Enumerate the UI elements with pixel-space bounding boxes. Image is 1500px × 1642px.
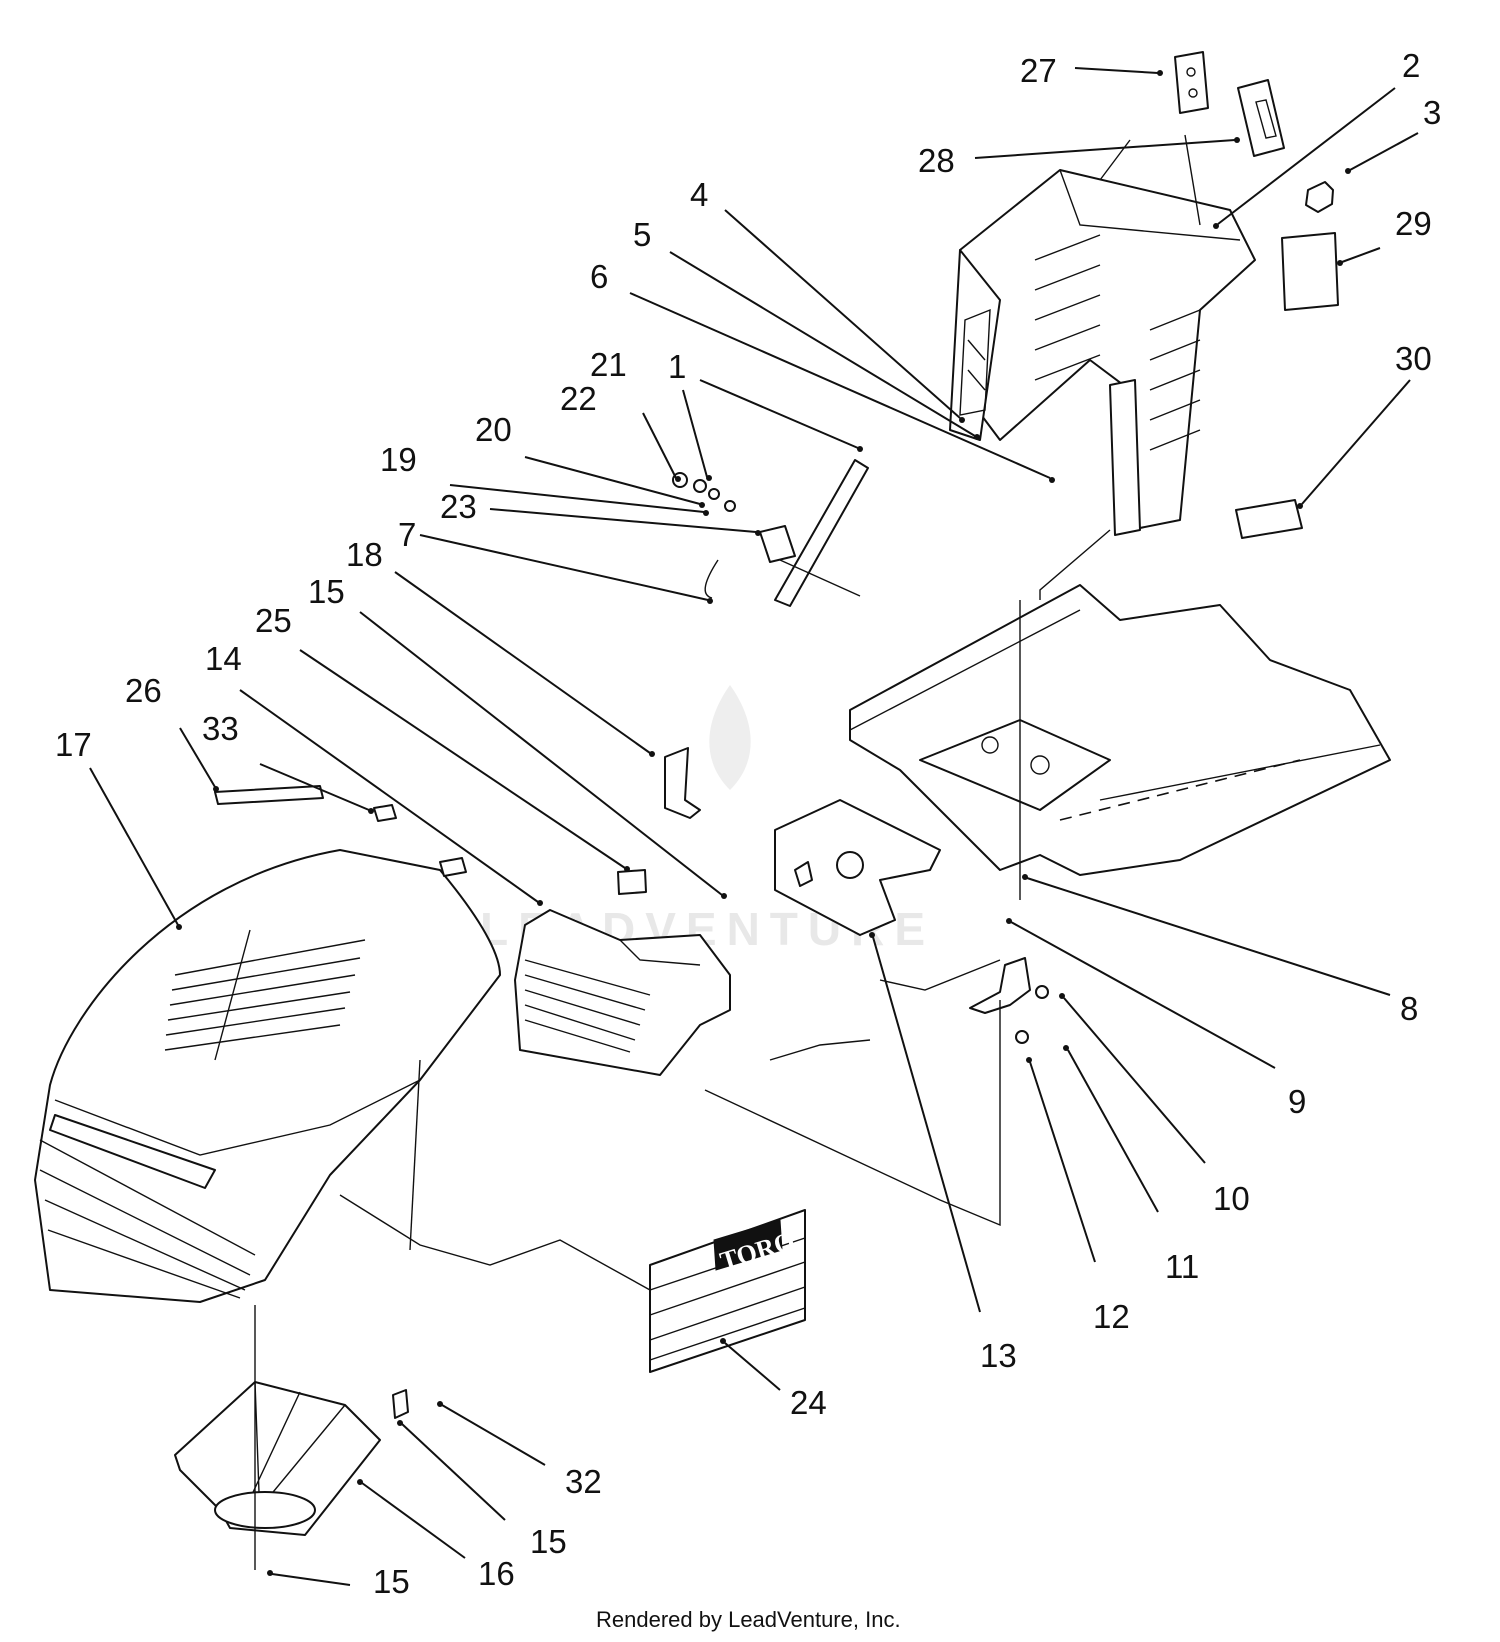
callout-20: 19 xyxy=(380,441,417,478)
floor-pan xyxy=(849,584,1391,876)
leader-lines xyxy=(89,67,1419,1586)
decal-29 xyxy=(1237,79,1285,157)
callout-30: 29 xyxy=(1395,205,1432,242)
callout-1: 1 xyxy=(668,348,686,385)
callout-27: 26 xyxy=(125,672,162,709)
decal-25: TORO xyxy=(649,1209,806,1373)
assembly-lines xyxy=(254,134,1201,1570)
decal-28 xyxy=(1174,51,1209,114)
front-bumper xyxy=(174,1381,409,1536)
callout-11: 11 xyxy=(1165,1248,1199,1285)
callout-13: 13 xyxy=(980,1337,1017,1374)
callout-17: 16 xyxy=(478,1555,515,1592)
callout-22: 21 xyxy=(590,346,627,383)
decal-31 xyxy=(1235,499,1303,539)
callout-15-top: 15 xyxy=(308,573,345,610)
callout-23: 22 xyxy=(560,380,597,417)
callout-18: 17 xyxy=(55,726,92,763)
callout-14: 14 xyxy=(205,640,242,677)
hinge-bracket xyxy=(969,957,1031,1014)
callout-25: 24 xyxy=(790,1384,827,1421)
callout-6: 6 xyxy=(590,258,608,295)
callout-15-bottom: 15 xyxy=(373,1563,410,1600)
callout-16: 15 xyxy=(530,1523,567,1560)
callout-8: 8 xyxy=(1400,990,1418,1027)
callout-4: 4 xyxy=(690,176,708,213)
grille xyxy=(514,909,731,1076)
callout-10: 10 xyxy=(1213,1180,1250,1217)
callout-2: 2 xyxy=(1402,47,1420,84)
decal-33a xyxy=(373,804,397,822)
callout-24: 23 xyxy=(440,488,477,525)
callout-29: 28 xyxy=(918,142,955,179)
footer-credit: Rendered by LeadVenture, Inc. xyxy=(596,1607,901,1632)
callout-28: 27 xyxy=(1020,52,1057,89)
callout-labels: 27 2 3 28 29 30 4 5 6 21 1 22 20 19 23 7… xyxy=(55,47,1441,1600)
decal-27 xyxy=(214,785,324,805)
knob-3 xyxy=(1305,181,1334,213)
callout-3: 3 xyxy=(1423,94,1441,131)
callout-26: 25 xyxy=(255,602,292,639)
bracket-19 xyxy=(664,747,701,819)
callout-5: 5 xyxy=(633,216,651,253)
callout-7: 7 xyxy=(398,516,416,553)
decal-33b xyxy=(439,857,467,877)
dash-bracket xyxy=(774,799,941,936)
bolt-12 xyxy=(1015,1030,1029,1044)
callout-9: 9 xyxy=(1288,1083,1306,1120)
callout-31: 30 xyxy=(1395,340,1432,377)
callout-21: 20 xyxy=(475,411,512,448)
control-rod-assembly xyxy=(672,459,869,607)
decal-30 xyxy=(1281,232,1339,311)
hood xyxy=(34,849,501,1303)
callout-33: 33 xyxy=(202,710,239,747)
decal-26 xyxy=(617,869,647,895)
bolt-10 xyxy=(1035,985,1049,999)
callout-12: 12 xyxy=(1093,1298,1130,1335)
callout-19: 18 xyxy=(346,536,383,573)
callout-32: 32 xyxy=(565,1463,602,1500)
rear-fender xyxy=(949,169,1256,536)
